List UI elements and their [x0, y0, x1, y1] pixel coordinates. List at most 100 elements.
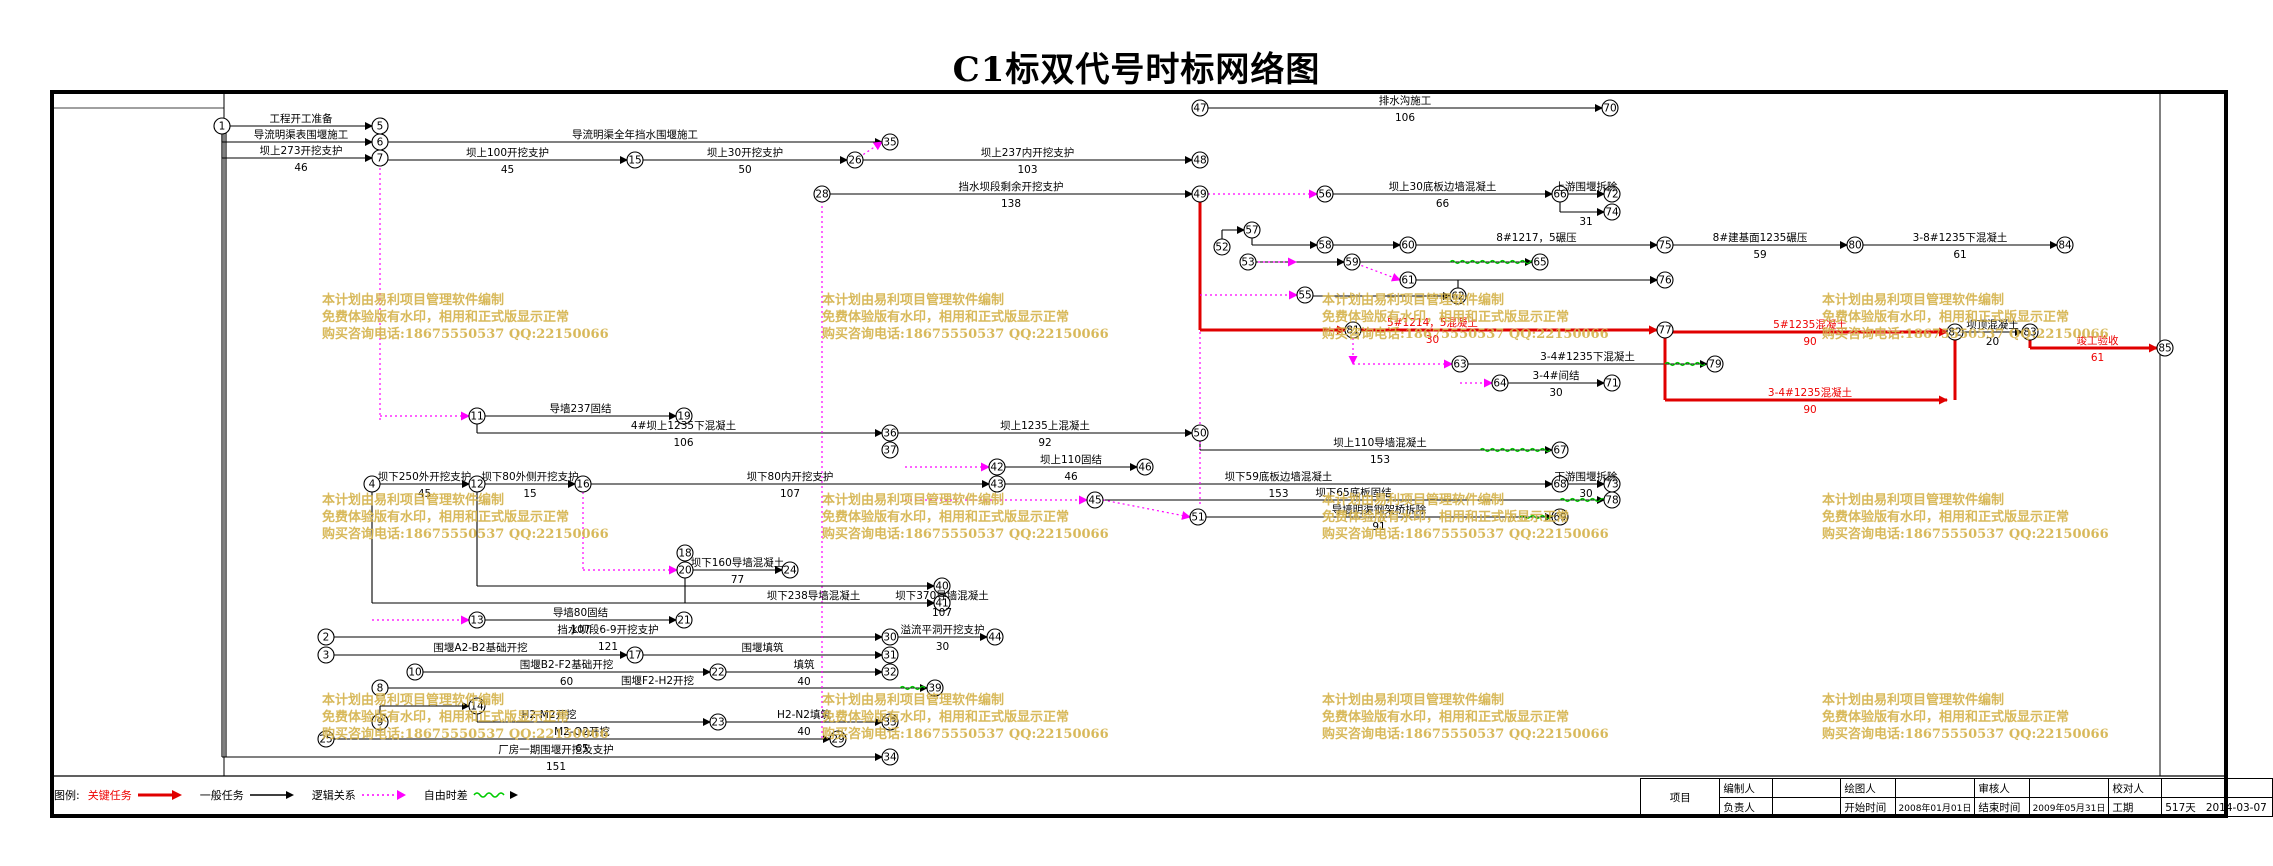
node-circle — [881, 424, 899, 442]
task-duration: 40 — [797, 676, 810, 688]
node-number: 34 — [883, 752, 897, 764]
node-circle — [1191, 424, 1209, 442]
node-circle — [317, 646, 335, 664]
diagram-title: C1标双代号时标网络图 — [952, 50, 1321, 90]
start-value: 2008年01月01日 — [1894, 797, 1976, 817]
node-circle — [813, 185, 831, 203]
task-name: 围堰B2-F2基础开挖 — [520, 658, 613, 671]
node-circle — [675, 407, 693, 425]
node-number: 53 — [1241, 257, 1254, 269]
node-number: 64 — [1493, 378, 1507, 390]
end-value: 2009年05月31日 — [2028, 797, 2110, 817]
task-name: 3-4#1235下混凝土 — [1540, 350, 1635, 363]
task-name: 挡水坝段6-9开挖支护 — [557, 623, 658, 636]
node-70: 70 — [1601, 99, 1619, 117]
node-circle — [1603, 374, 1621, 392]
node-number: 5 — [377, 121, 384, 133]
node-84: 84 — [2056, 236, 2074, 254]
node-11: 11 — [468, 407, 486, 425]
node-68: 68 — [1551, 475, 1569, 493]
task-duration: 138 — [1001, 198, 1021, 210]
node-32: 32 — [881, 663, 899, 681]
node-61: 61 — [1399, 271, 1417, 289]
node-circle — [626, 151, 644, 169]
task-name: 3-4#间结 — [1533, 369, 1580, 382]
legend-logic-label: 逻辑关系 — [311, 789, 356, 802]
node-79: 79 — [1706, 355, 1724, 373]
node-75: 75 — [1656, 236, 1674, 254]
node-circle — [1603, 203, 1621, 221]
task-duration: 90 — [1803, 404, 1816, 416]
node-circle — [406, 663, 424, 681]
node-29: 29 — [829, 730, 847, 748]
task-duration: 153 — [1370, 454, 1390, 466]
node-circle — [881, 663, 899, 681]
node-number: 75 — [1658, 240, 1671, 252]
node-circle — [1551, 508, 1569, 526]
node-number: 81 — [1346, 325, 1359, 337]
task-name: 坝下250外开挖支护 — [378, 470, 472, 483]
node-circle — [1191, 151, 1209, 169]
node-circle — [675, 611, 693, 629]
node-number: 84 — [2058, 240, 2072, 252]
node-circle — [1846, 236, 1864, 254]
node-number: 56 — [1318, 189, 1332, 201]
node-circle — [881, 713, 899, 731]
legend-prefix: 图例: — [54, 789, 80, 802]
task-duration: 40 — [797, 726, 810, 738]
node-41: 41 — [933, 594, 951, 612]
node-60: 60 — [1399, 236, 1417, 254]
node-circle — [1399, 271, 1417, 289]
task-name: 挡水坝段剩余开挖支护 — [959, 180, 1064, 193]
task-duration: 20 — [1986, 336, 1999, 348]
node-circle — [988, 458, 1006, 476]
task-duration: 50 — [738, 164, 751, 176]
node-circle — [709, 713, 727, 731]
node-number: 61 — [1401, 275, 1414, 287]
node-circle — [1656, 321, 1674, 339]
node-49: 49 — [1191, 185, 1209, 203]
task-duration: 106 — [673, 437, 693, 449]
node-17: 17 — [626, 646, 644, 664]
task-name: 坝下80外侧开挖支护 — [481, 470, 578, 483]
node-circle — [317, 628, 335, 646]
node-circle — [846, 151, 864, 169]
node-number: 80 — [1848, 240, 1861, 252]
task-name: 围堰F2-H2开挖 — [621, 674, 694, 687]
duration-label: 工期 — [2108, 797, 2163, 817]
task-name: 上游围堰拆除 — [1555, 180, 1618, 193]
node-circle — [1656, 236, 1674, 254]
logic-arrow — [1351, 261, 1401, 282]
node-62: 62 — [1449, 287, 1467, 305]
node-circle — [933, 577, 951, 595]
node-number: 78 — [1605, 495, 1618, 507]
node-number: 32 — [883, 667, 896, 679]
node-number: 4 — [369, 479, 376, 491]
node-circle — [213, 117, 231, 135]
task-duration: 107 — [780, 488, 800, 500]
node-circle — [676, 544, 694, 562]
task-name: 坝上237内开挖支护 — [981, 146, 1075, 159]
node-71: 71 — [1603, 374, 1621, 392]
node-circle — [317, 730, 335, 748]
task-duration: 92 — [1038, 437, 1051, 449]
node-circle — [881, 748, 899, 766]
task-name: 导流明渠表围堰施工 — [254, 128, 349, 141]
node-circle — [1189, 508, 1207, 526]
info-table: 项目 编制人 绘图人 审核人 校对人 负责人 开始时间 2008年01月01日 … — [1639, 778, 2273, 817]
node-55: 55 — [1296, 286, 1314, 304]
task-duration: 30 — [1549, 387, 1562, 399]
node-circle — [676, 561, 694, 579]
node-circle — [1551, 441, 1569, 459]
node-circle — [1601, 99, 1619, 117]
node-circle — [1086, 491, 1104, 509]
node-circle — [988, 475, 1006, 493]
node-44: 44 — [986, 628, 1004, 646]
task-name: 3-8#1235下混凝土 — [1913, 231, 2008, 244]
node-number: 40 — [935, 581, 948, 593]
node-82: 82 — [1946, 323, 1964, 341]
node-46: 46 — [1136, 458, 1154, 476]
task-duration: 103 — [1017, 164, 1037, 176]
node-number: 82 — [1948, 327, 1961, 339]
node-number: 74 — [1605, 207, 1619, 219]
